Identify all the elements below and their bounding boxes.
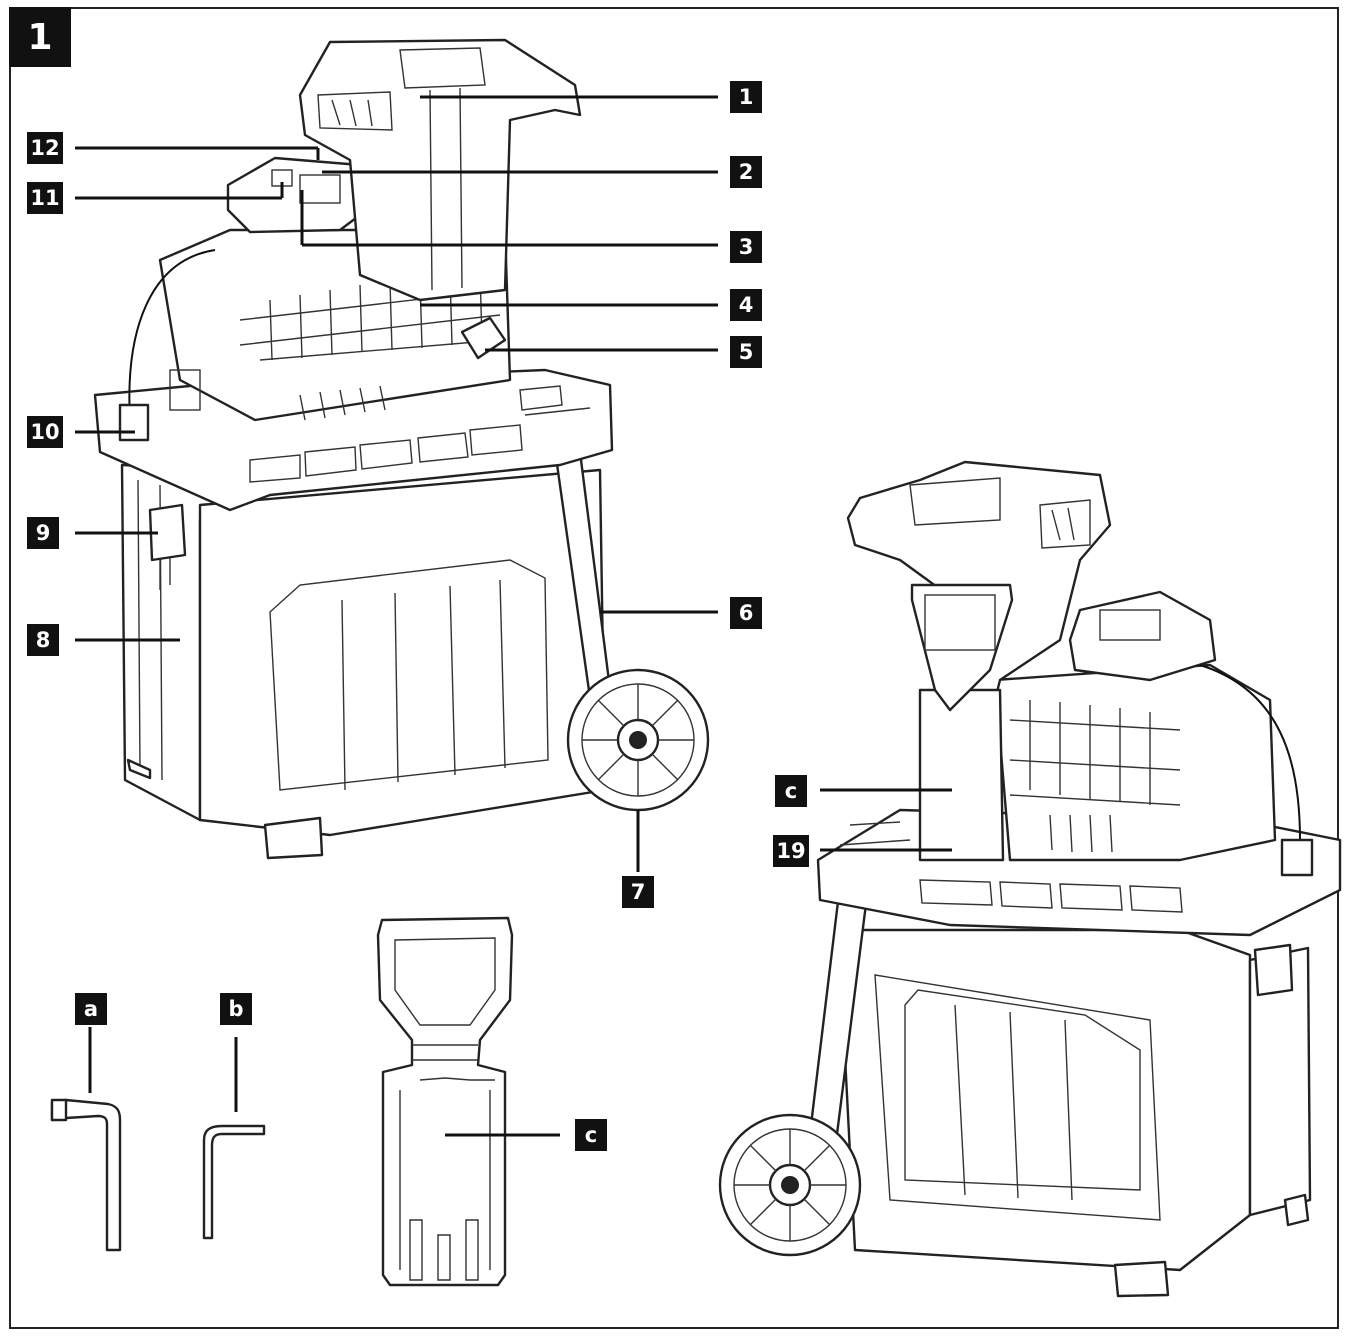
callout-2: 2	[730, 156, 762, 188]
figure-frame	[9, 7, 1339, 1329]
callout-6: 6	[730, 597, 762, 629]
callout-3: 3	[730, 231, 762, 263]
callout-c-pusher: c	[575, 1119, 607, 1151]
callout-4: 4	[730, 289, 762, 321]
pusher-c	[376, 916, 514, 1287]
hex-key-b	[202, 1124, 266, 1240]
leader-lines	[75, 95, 952, 1137]
callout-7: 7	[622, 876, 654, 908]
callout-9: 9	[27, 517, 59, 549]
callout-a: a	[75, 993, 107, 1025]
callout-c-installed: c	[775, 775, 807, 807]
shredder-rear-view	[718, 460, 1342, 1298]
callout-11: 11	[27, 182, 63, 214]
callout-b: b	[220, 993, 252, 1025]
socket-wrench-a	[50, 1098, 122, 1252]
callout-8: 8	[27, 624, 59, 656]
callout-12: 12	[27, 132, 63, 164]
callout-1: 1	[730, 81, 762, 113]
callout-19: 19	[773, 835, 809, 867]
callout-10: 10	[27, 416, 63, 448]
shredder-front-view	[93, 38, 710, 860]
figure-number: 1	[9, 7, 71, 67]
callout-5: 5	[730, 336, 762, 368]
